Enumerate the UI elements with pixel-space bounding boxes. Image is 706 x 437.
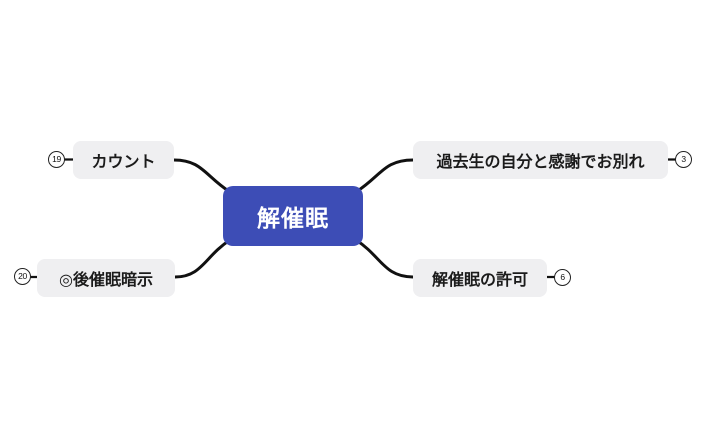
branch-topic-permission[interactable]: 解催眠の許可 xyxy=(413,259,547,297)
connector-center-to-farewell xyxy=(354,158,415,194)
center-topic[interactable]: 解催眠 xyxy=(223,186,363,246)
connector-center-to-posthyp xyxy=(173,238,232,279)
branch-topic-count[interactable]: カウント xyxy=(73,141,174,179)
number-badge-6[interactable]: 6 xyxy=(554,269,571,286)
connector-center-to-count xyxy=(172,158,232,194)
number-badge-3[interactable]: 3 xyxy=(675,151,692,168)
number-badge-20[interactable]: 20 xyxy=(14,268,31,285)
branch-topic-posthypnotic-suggestion[interactable]: ◎後催眠暗示 xyxy=(37,259,175,297)
number-badge-19[interactable]: 19 xyxy=(48,151,65,168)
branch-topic-farewell[interactable]: 過去生の自分と感謝でお別れ xyxy=(413,141,668,179)
connector-center-to-permission xyxy=(354,238,415,279)
